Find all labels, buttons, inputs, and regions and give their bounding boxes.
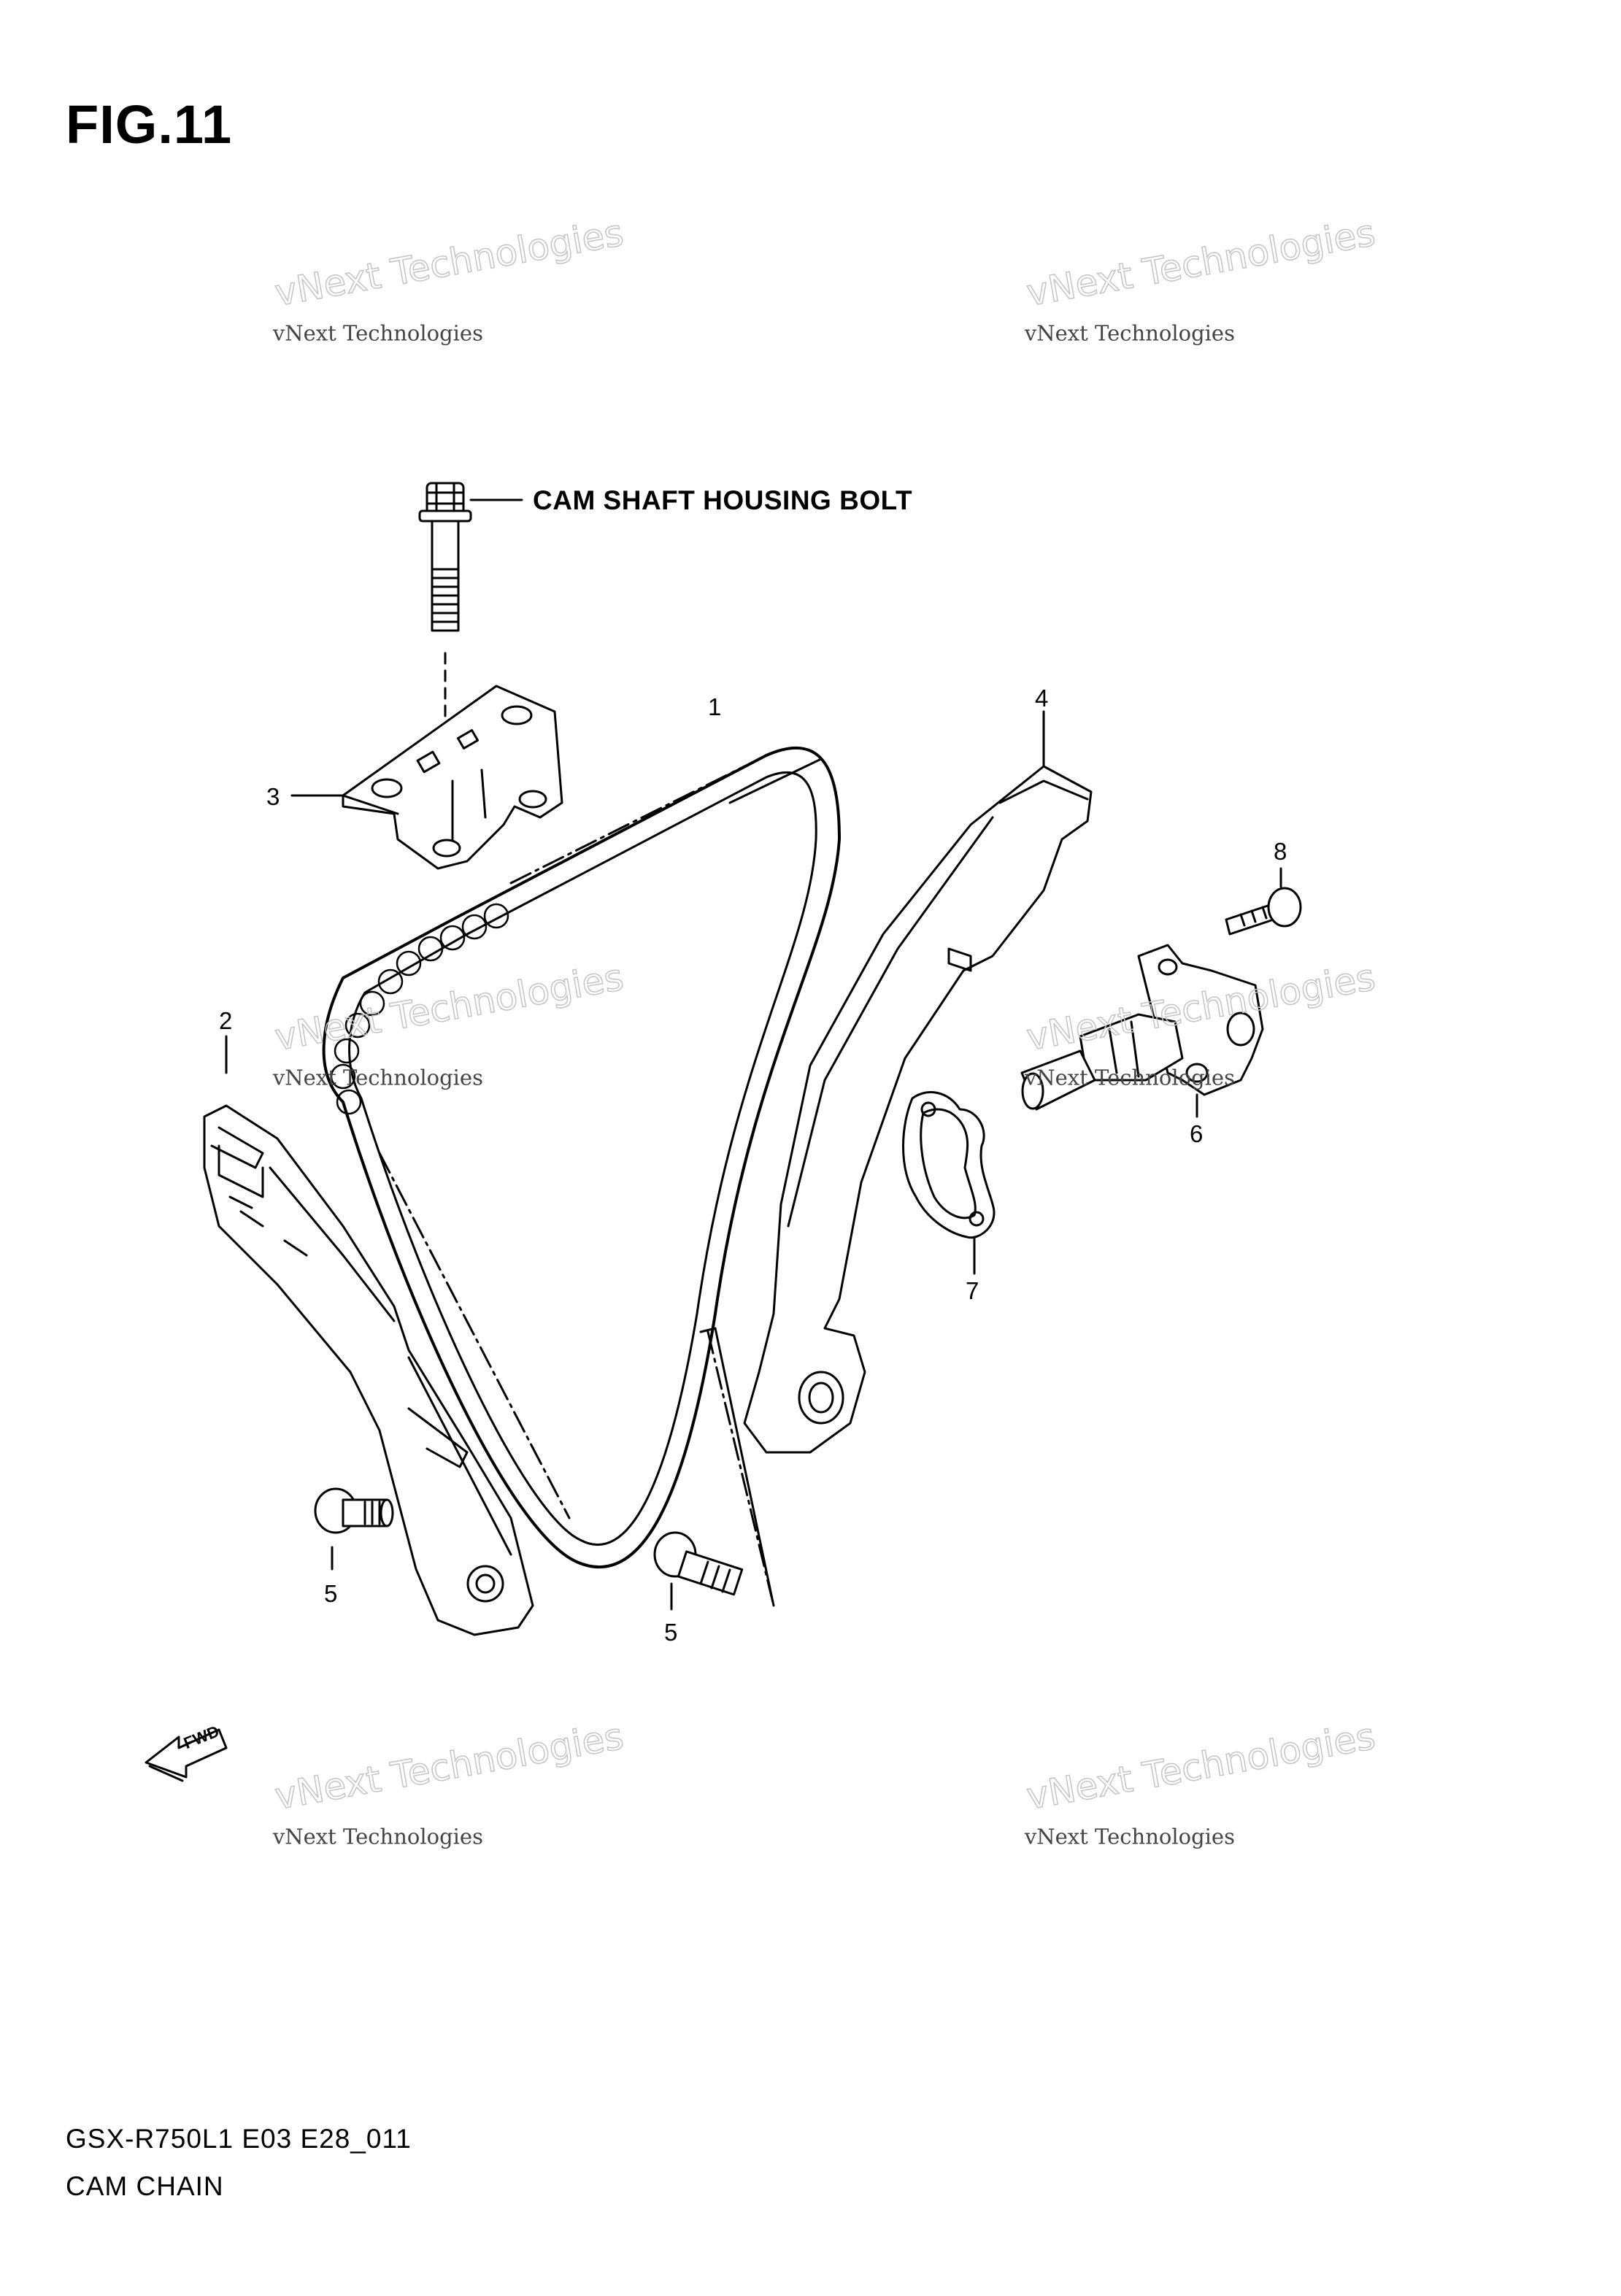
callout-6: 6 xyxy=(1190,1120,1204,1147)
model-code: GSX-R750L1 E03 E28_011 xyxy=(66,2124,412,2154)
callout-7: 7 xyxy=(966,1277,979,1304)
part-4-chain-guide xyxy=(743,710,1093,1454)
part-6-tensioner-adjuster xyxy=(1020,944,1264,1118)
part-8-bolt xyxy=(1225,867,1302,936)
guide-line-right xyxy=(706,1330,775,1607)
part-3-bracket xyxy=(290,685,563,870)
part-7-gasket xyxy=(902,1091,996,1275)
fwd-arrow xyxy=(145,1728,228,1782)
part-5-bolt-right xyxy=(653,1531,744,1611)
part-5-bolt-left xyxy=(314,1487,394,1571)
part-1-cam-chain xyxy=(322,746,841,1607)
callout-2: 2 xyxy=(219,1007,233,1034)
cam-shaft-housing-bolt xyxy=(418,482,523,724)
section-name: CAM CHAIN xyxy=(66,2171,224,2201)
callout-5-right: 5 xyxy=(664,1619,678,1646)
callout-1: 1 xyxy=(708,693,722,720)
part-2-tensioner-guide xyxy=(203,1035,534,1636)
callout-4: 4 xyxy=(1035,685,1049,712)
callout-5-left: 5 xyxy=(324,1580,338,1607)
annotation-cam-shaft-housing-bolt: CAM SHAFT HOUSING BOLT xyxy=(533,485,913,515)
figure-title: FIG.11 xyxy=(66,94,233,155)
callout-8: 8 xyxy=(1274,838,1287,865)
callout-3: 3 xyxy=(266,783,280,810)
